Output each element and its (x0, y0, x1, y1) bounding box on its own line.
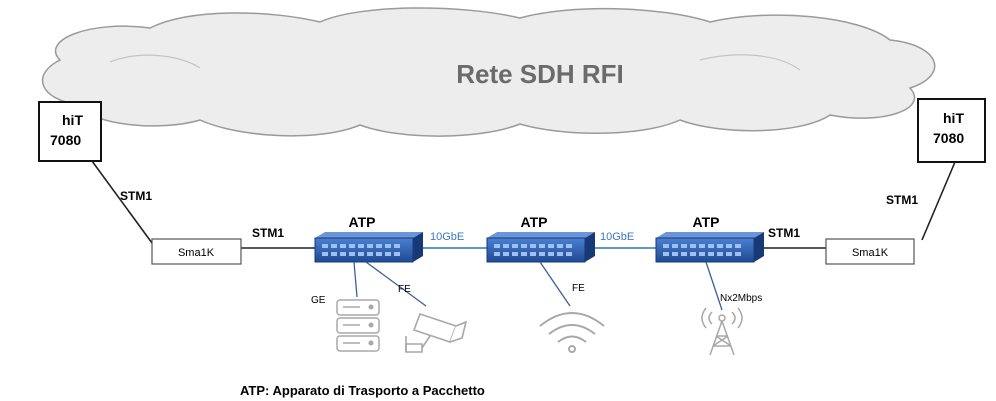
hit-7080-left: hiT 7080 (38, 101, 102, 162)
link-atp3-antenna (705, 261, 723, 311)
ge-label: GE (311, 295, 326, 306)
fe-camera-label: FE (398, 284, 411, 295)
atp-label-2: ATP (521, 214, 548, 230)
stm1-label-left-lower: STM1 (252, 226, 284, 240)
hit-left-line1: hiT (62, 112, 83, 128)
server-icon (336, 299, 380, 352)
sma-right-label: Sma1K (852, 247, 889, 259)
stm1-label-left-upper: STM1 (120, 189, 152, 203)
link-atp1-camera (365, 261, 427, 307)
tengbe-label-left: 10GbE (430, 231, 464, 243)
antenna-tower-icon (701, 307, 743, 356)
hit-7080-right: hiT 7080 (917, 98, 986, 163)
stm1-links (91, 160, 956, 249)
link-hit-left-sma (91, 160, 153, 244)
tengbe-label-right: 10GbE (600, 231, 634, 243)
access-links (353, 261, 723, 311)
atp-device-3: ATP (655, 214, 764, 263)
atp-device-2: ATP (486, 214, 595, 263)
sma1k-right: Sma1K (825, 238, 915, 265)
cloud-rete-sdh: Rete SDH RFI (41, 7, 936, 137)
cloud-label: Rete SDH RFI (456, 59, 624, 89)
hit-right-line1: hiT (943, 110, 964, 126)
legend-caption: ATP: Apparato di Trasporto a Pacchetto (240, 383, 485, 398)
stm1-label-right-lower: STM1 (768, 226, 800, 240)
sma1k-left: Sma1K (151, 238, 242, 265)
hit-left-line2: 7080 (50, 132, 81, 148)
wifi-icon (539, 312, 605, 353)
atp-label-1: ATP (349, 214, 376, 230)
nx2mbps-label: Nx2Mbps (720, 293, 762, 304)
camera-icon (405, 312, 468, 353)
hit-right-line2: 7080 (933, 130, 964, 146)
atp-device-1: ATP (314, 214, 423, 263)
link-atp1-server (353, 261, 358, 298)
link-atp2-wifi (539, 261, 571, 307)
atp-label-3: ATP (693, 214, 720, 230)
fe-wifi-label: FE (572, 283, 585, 294)
link-sma-right-hit (921, 161, 956, 241)
sma-left-label: Sma1K (178, 247, 215, 259)
stm1-label-right-upper: STM1 (886, 193, 918, 207)
